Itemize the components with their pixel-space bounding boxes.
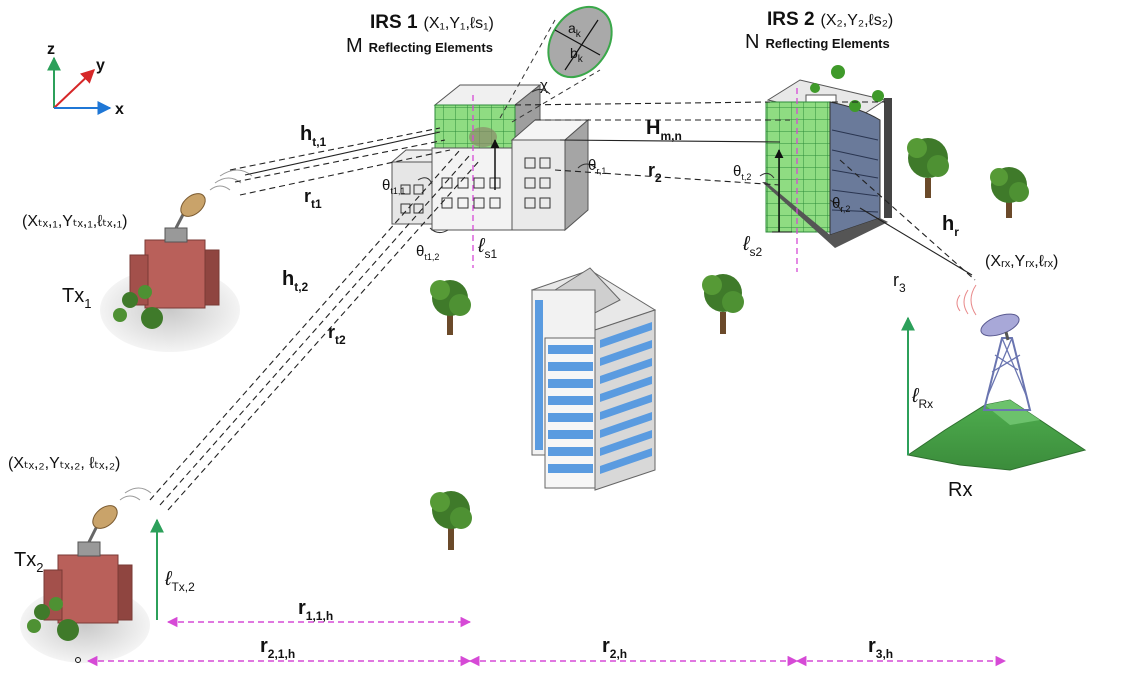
irs1-coords: (X₁,Y₁,ℓs₁) bbox=[424, 15, 494, 32]
angle-theta-r1: θr,1 bbox=[588, 157, 606, 176]
angle-theta-t12: θt1,2 bbox=[416, 243, 439, 262]
distance-r21h: r2,1,h bbox=[260, 635, 295, 661]
tx2-coords: (Xₜₓ,₂,Yₜₓ,₂, ℓₜₓ,₂) bbox=[8, 455, 120, 472]
link-h-t2: ht,2 bbox=[282, 268, 309, 294]
axis-y-label: y bbox=[96, 57, 105, 74]
link-H-mn: Hm,n bbox=[646, 117, 682, 143]
tx1-coords: (Xₜₓ,₁,Yₜₓ,₁,ℓₜₓ,₁) bbox=[22, 213, 128, 230]
link-r-2: r2 bbox=[648, 160, 662, 185]
irs1-title: IRS 1 bbox=[370, 12, 418, 33]
angle-theta-r2: θr,2 bbox=[832, 195, 850, 214]
irs1-header: IRS 1 (X₁,Y₁,ℓs₁) M Reflecting Elements bbox=[346, 12, 494, 57]
solid-links bbox=[244, 131, 973, 276]
axis-z-label: z bbox=[47, 41, 55, 58]
irs1-building bbox=[390, 83, 590, 268]
rx-label: Rx bbox=[948, 479, 972, 501]
link-h-r: hr bbox=[942, 213, 959, 239]
irs1-elements-label: Reflecting Elements bbox=[369, 40, 493, 55]
axes-triad: z y x bbox=[47, 41, 124, 118]
tx2-label: Tx2 bbox=[14, 549, 43, 575]
central-tower bbox=[530, 267, 657, 491]
distance-r3h: r3,h bbox=[868, 635, 893, 661]
element-b-label: bk bbox=[570, 45, 584, 65]
irs2-elements-label: Reflecting Elements bbox=[765, 36, 889, 51]
tx1-label: Tx1 bbox=[62, 285, 91, 311]
propagation-links bbox=[149, 101, 976, 511]
chi-angle-label: χ bbox=[540, 77, 548, 94]
height-lrx: ℓRx bbox=[911, 385, 933, 411]
rx-coords: (Xᵣₓ,Yᵣₓ,ℓᵣₓ) bbox=[985, 253, 1058, 270]
angle-theta-t2: θt,2 bbox=[733, 163, 751, 182]
tx1-station bbox=[113, 169, 253, 329]
height-ls1: ℓs1 bbox=[477, 235, 497, 261]
distance-r11h: r1,1,h bbox=[298, 597, 333, 623]
irs2-elements-line: N Reflecting Elements bbox=[745, 31, 890, 53]
irs2-title-line: IRS 2 (X₂,Y₂,ℓs₂) bbox=[767, 9, 893, 30]
distance-r2h: r2,h bbox=[602, 635, 627, 661]
rx-station bbox=[906, 284, 1087, 471]
angle-theta-t11: θt1,1 bbox=[382, 177, 405, 196]
origin-dot bbox=[75, 657, 81, 663]
link-r-t1: rt1 bbox=[304, 186, 322, 211]
irs2-title: IRS 2 bbox=[767, 9, 815, 30]
angle-arcs bbox=[417, 163, 843, 234]
tx2-station bbox=[27, 487, 152, 641]
link-r-3: r3 bbox=[893, 270, 906, 295]
irs1-elements-line: M Reflecting Elements bbox=[346, 35, 493, 57]
element-a-label: ak bbox=[568, 20, 582, 40]
link-h-t1: ht,1 bbox=[300, 123, 327, 149]
irs1-element-zoom: ak bk χ bbox=[499, 5, 613, 123]
axis-x-label: x bbox=[115, 101, 124, 118]
irs1-elements-prefix: M bbox=[346, 35, 363, 57]
trees bbox=[430, 138, 1029, 550]
height-ls2: ℓs2 bbox=[742, 233, 762, 259]
irs1-title-line: IRS 1 (X₁,Y₁,ℓs₁) bbox=[370, 12, 494, 33]
height-ltx2: ℓTx,2 bbox=[164, 568, 195, 594]
irs2-elements-prefix: N bbox=[745, 31, 759, 53]
link-r-t2: rt2 bbox=[328, 322, 346, 347]
irs2-coords: (X₂,Y₂,ℓs₂) bbox=[821, 12, 894, 29]
distance-arrows bbox=[86, 616, 1007, 667]
irs2-header: IRS 2 (X₂,Y₂,ℓs₂) N Reflecting Elements bbox=[745, 9, 893, 53]
irs2-building bbox=[762, 65, 892, 272]
